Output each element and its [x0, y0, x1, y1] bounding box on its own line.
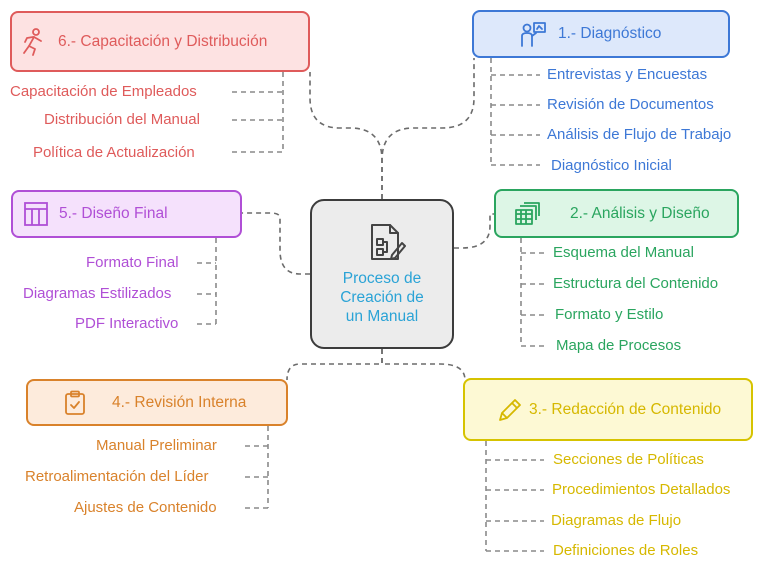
pencil-icon	[495, 397, 525, 423]
branch-2-title: 2.- Análisis y Diseño	[570, 204, 710, 222]
branch-4-item-2: Retroalimentación del Líder	[25, 468, 209, 485]
branch-3-item-1: Secciones de Políticas	[553, 451, 704, 468]
running-person-icon	[18, 27, 48, 56]
branch-2-box: 2.- Análisis y Diseño	[494, 189, 739, 238]
branch-6-item-1: Capacitación de Empleados	[10, 83, 197, 100]
branch-5-item-2: Diagramas Estilizados	[23, 285, 172, 302]
presenter-board-icon	[518, 21, 548, 47]
center-line-2: Creación de	[340, 289, 424, 306]
branch-4-item-3: Ajustes de Contenido	[74, 499, 217, 516]
branch-6-item-3: Política de Actualización	[33, 144, 195, 161]
branch-3-item-3: Diagramas de Flujo	[551, 512, 682, 529]
branch-1-item-1: Entrevistas y Encuestas	[547, 66, 708, 83]
branch-4-box: 4.- Revisión Interna	[26, 379, 288, 426]
branch-3-box: 3.- Redacción de Contenido	[463, 378, 753, 441]
clipboard-check-icon	[60, 390, 90, 416]
branch-5-item-1: Formato Final	[86, 254, 179, 271]
branch-6-title: 6.- Capacitación y Distribución	[58, 32, 268, 50]
branch-4-item-1: Manual Preliminar	[96, 437, 217, 454]
branch-4-title: 4.- Revisión Interna	[112, 393, 247, 411]
layout-grid-icon	[21, 201, 51, 227]
branch-2-item-3: Formato y Estilo	[555, 306, 664, 323]
branch-3-title: 3.- Redacción de Contenido	[529, 400, 722, 418]
center-title: Proceso de Creación de un Manual	[312, 269, 452, 326]
branch-2-item-2: Estructura del Contenido	[553, 275, 719, 292]
branch-3-item-2: Procedimientos Detallados	[552, 481, 731, 498]
branch-1-title: 1.- Diagnóstico	[558, 25, 662, 42]
center-line-3: un Manual	[345, 308, 419, 325]
branch-3-item-4: Definiciones de Roles	[553, 542, 699, 559]
branch-1-item-3: Análisis de Flujo de Trabajo	[547, 126, 732, 143]
branch-5-box: 5.- Diseño Final	[11, 190, 242, 238]
center-line-1: Proceso de	[342, 270, 422, 287]
branch-2-item-1: Esquema del Manual	[553, 244, 694, 261]
branch-1-item-4: Diagnóstico Inicial	[551, 157, 672, 174]
branch-1-box: 1.- Diagnóstico	[472, 10, 730, 58]
branch-6-item-2: Distribución del Manual	[44, 111, 200, 128]
center-node: Proceso de Creación de un Manual	[310, 199, 454, 349]
branch-2-item-4: Mapa de Procesos	[556, 337, 682, 354]
branch-5-item-3: PDF Interactivo	[75, 315, 179, 332]
branch-6-box: 6.- Capacitación y Distribución	[10, 11, 310, 72]
document-diagram-icon	[371, 224, 406, 260]
branch-1-item-2: Revisión de Documentos	[547, 96, 714, 113]
branch-5-title: 5.- Diseño Final	[59, 205, 168, 222]
stacked-sheets-icon	[512, 201, 542, 226]
